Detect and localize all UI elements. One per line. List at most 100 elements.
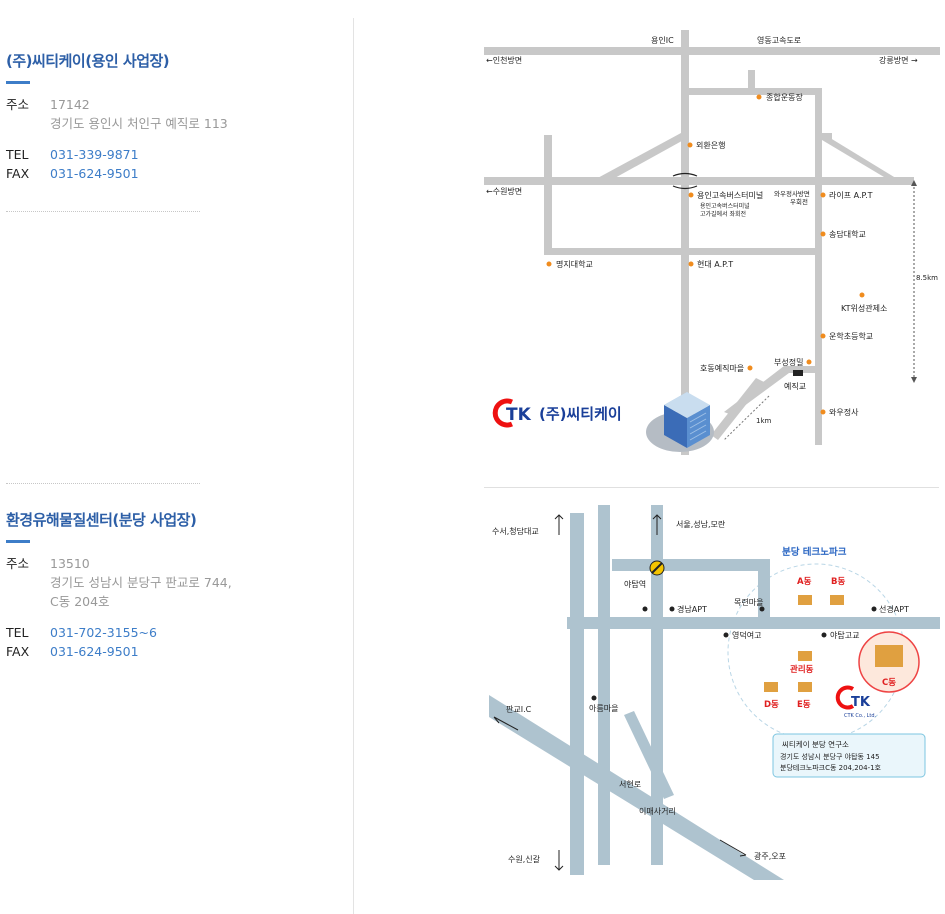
label-gwangju: 광주,오포 xyxy=(754,851,786,861)
arrow-up-icon xyxy=(554,514,564,535)
bundang-map: TK CTK Co., Ltd. 수서,청담대교 서울,성남,모란 분당 테크노… xyxy=(489,505,940,880)
arrow-up-icon xyxy=(652,514,662,535)
label-exchange-bank: 외환은행 xyxy=(696,140,725,150)
fax-label: FAX xyxy=(6,644,30,659)
yongin-tel-row: TEL 031-339-9871 xyxy=(6,145,346,164)
label-e-dong: E동 xyxy=(797,700,811,710)
bundang-address-row: 주소 13510 경기도 성남시 분당구 판교로 744, C동 204호 xyxy=(6,554,346,611)
label-c-dong: C동 xyxy=(882,678,896,688)
label-unhak: 운학초등학교 xyxy=(829,331,873,341)
distance-line-1km xyxy=(723,395,770,441)
address: 경기도 용인시 처인구 예직로 113 xyxy=(50,116,228,131)
label-mokryeon: 목련마을 xyxy=(734,597,763,607)
label-kyungnam: 경남APT xyxy=(677,604,707,614)
label-suwon-singal: 수원,신갈 xyxy=(508,855,541,864)
label-suwon: ←수원방면 xyxy=(486,186,522,196)
label-areum: 아름마을 xyxy=(589,703,618,713)
map-divider xyxy=(484,487,939,488)
label-d-dong: D동 xyxy=(764,700,779,710)
yongin-section: (주)씨티케이(용인 사업장) 주소 17142 경기도 용인시 처인구 예직로… xyxy=(6,50,346,183)
ctk-building-icon xyxy=(646,392,714,452)
label-distance: 8.5km xyxy=(916,274,938,282)
divider xyxy=(6,483,200,484)
address-label: 주소 xyxy=(6,97,30,112)
bridge-marker xyxy=(793,370,803,376)
label-turn-right: 우회전 xyxy=(790,197,808,206)
fax-label: FAX xyxy=(6,166,30,181)
label-arap-high: 야탑고교 xyxy=(830,630,859,640)
label-hyundai-apt: 현대 A.P.T xyxy=(697,260,733,269)
terminal-note-2: 고가길에서 좌회전 xyxy=(700,210,746,218)
zip-code: 13510 xyxy=(50,556,90,571)
label-sunkyung: 선경APT xyxy=(879,604,909,614)
title-underline xyxy=(6,81,30,84)
fax-number: 031-624-9501 xyxy=(50,644,139,659)
address-line-1: 경기도 성남시 분당구 판교로 744, xyxy=(50,575,232,590)
map-points xyxy=(591,606,877,701)
label-mgmt: 관리동 xyxy=(790,664,814,675)
title-underline xyxy=(6,540,30,543)
label-youngduk: 영덕여고 xyxy=(732,630,761,640)
tel-number[interactable]: 031-339-9871 xyxy=(50,147,139,162)
station-icon-stripe xyxy=(651,562,663,574)
arrow-down-icon xyxy=(554,850,564,871)
label-wawoo: 와우정사 xyxy=(829,407,859,417)
label-life-apt: 라이프 A.P.T xyxy=(829,190,873,200)
label-arap-station: 야탑역 xyxy=(624,579,646,589)
terminal-note-1: 용인고속버스터미널 xyxy=(700,202,750,210)
label-gangneung: 강릉방면 → xyxy=(879,55,918,65)
label-terminal: 용인고속버스터미널 xyxy=(697,190,763,200)
yongin-map: 용인IC 영동고속도로 ←인천방면 강릉방면 → 종합운동장 외환은행 ←수원방… xyxy=(484,30,940,455)
arrow-right-icon xyxy=(719,839,747,857)
yongin-address-row: 주소 17142 경기도 용인시 처인구 예직로 113 xyxy=(6,95,346,133)
label-imae: 이매사거리 xyxy=(639,806,676,816)
lab-address-1: 경기도 성남시 분당구 야탑동 145 xyxy=(780,752,880,761)
label-incheon: ←인천방면 xyxy=(486,55,522,65)
arrow-down-icon xyxy=(911,377,917,383)
bundang-section: 환경유해물질센터(분당 사업장) 주소 13510 경기도 성남시 분당구 판교… xyxy=(6,509,346,661)
label-kt: KT위성관제소 xyxy=(841,303,887,313)
lab-info-box xyxy=(772,733,926,778)
bundang-fax-row: FAX 031-624-9501 xyxy=(6,642,346,661)
tel-label: TEL xyxy=(6,625,29,640)
fax-number: 031-624-9501 xyxy=(50,166,139,181)
label-1km: 1km xyxy=(756,417,772,425)
ctk-small-logo: TK CTK Co., Ltd. xyxy=(835,685,877,719)
map-roads xyxy=(484,30,940,455)
label-suseo: 수서,청담대교 xyxy=(492,526,539,536)
ctk-logo: TK (주)씨티케이 xyxy=(492,398,622,428)
overpass-icon xyxy=(672,172,698,190)
label-myongji: 명지대학교 xyxy=(556,259,593,269)
label-wawoo-direction: 와우정사방면 xyxy=(774,189,810,198)
map-points xyxy=(546,94,865,415)
zip-code: 17142 xyxy=(50,97,90,112)
lab-title: 씨티케이 분당 연구소 xyxy=(782,739,849,749)
tel-label: TEL xyxy=(6,147,29,162)
map-roads xyxy=(489,505,940,880)
tel-number[interactable]: 031-702-3155~6 xyxy=(50,625,157,640)
label-busung: 부성정밀 xyxy=(774,357,803,367)
building-boxes xyxy=(764,595,920,693)
arrow-up-icon xyxy=(911,180,917,186)
arrow-left-icon xyxy=(493,716,519,731)
label-a-dong: A동 xyxy=(797,577,812,587)
yongin-fax-row: FAX 031-624-9501 xyxy=(6,164,346,183)
svg-text:TK: TK xyxy=(851,695,871,710)
label-seohyun: 서현로 xyxy=(619,780,641,789)
label-b-dong: B동 xyxy=(831,577,845,587)
label-pangyo: 판교I.C xyxy=(506,705,532,714)
yongin-title: (주)씨티케이(용인 사업장) xyxy=(6,52,170,70)
label-seoul: 서울,성남,모란 xyxy=(676,519,726,529)
label-technopark: 분당 테크노파크 xyxy=(782,546,847,558)
divider xyxy=(6,211,200,212)
logo-company-name: (주)씨티케이 xyxy=(539,405,622,423)
column-divider xyxy=(353,18,354,914)
label-hodong: 호동예직마을 xyxy=(700,363,744,373)
address-line-2: C동 204호 xyxy=(50,594,110,609)
label-sports-complex: 종합운동장 xyxy=(766,92,803,102)
logo-tk: TK xyxy=(506,405,532,425)
label-expressway: 영동고속도로 xyxy=(757,35,801,45)
label-songdam: 송담대학교 xyxy=(829,229,866,239)
label-yongin-ic: 용인IC xyxy=(651,35,674,45)
bundang-tel-row: TEL 031-702-3155~6 xyxy=(6,623,346,642)
